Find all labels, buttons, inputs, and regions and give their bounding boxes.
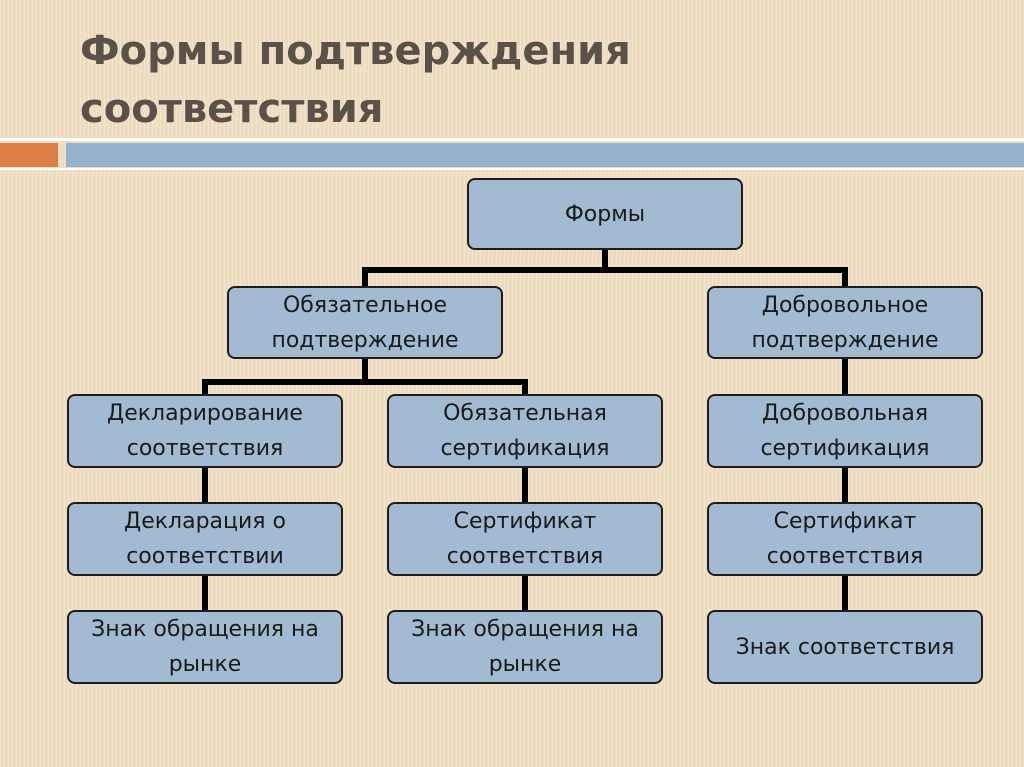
header-rule-top xyxy=(0,138,1024,141)
node-mandatory-certification: Обязательная сертификация xyxy=(387,394,663,468)
node-declaring-conformity: Декларирование соответствия xyxy=(67,394,343,468)
slide-title: Формы подтверждения соответствия xyxy=(80,22,940,138)
node-voluntary-certification-label: Добровольная сертификация xyxy=(760,401,930,461)
node-voluntary-certification: Добровольная сертификация xyxy=(707,394,983,468)
node-declaration-of-conformity: Декларация о соответствии xyxy=(67,502,343,576)
node-root-label: Формы xyxy=(564,201,646,227)
node-conformity-certificate-2: Сертификат соответствия xyxy=(707,502,983,576)
accent-bar-orange xyxy=(0,143,58,167)
node-conformity-certificate-1-label: Сертификат соответствия xyxy=(446,509,604,569)
node-declaring-conformity-label: Декларирование соответствия xyxy=(107,401,303,461)
node-voluntary-confirmation-label: Добровольное подтверждение xyxy=(751,292,939,353)
node-market-circulation-mark-2: Знак обращения на рынке xyxy=(387,610,663,684)
node-conformity-mark: Знак соответствия xyxy=(707,610,983,684)
node-conformity-certificate-1: Сертификат соответствия xyxy=(387,502,663,576)
node-conformity-mark-label: Знак соответствия xyxy=(735,634,955,660)
node-declaration-of-conformity-label: Декларация о соответствии xyxy=(124,509,286,569)
node-voluntary-confirmation: Добровольное подтверждение xyxy=(707,286,983,359)
slide-title-line-1: Формы подтверждения xyxy=(80,28,631,74)
slide-title-line-2: соответствия xyxy=(80,86,384,132)
node-market-circulation-mark-1-label: Знак обращения на рынке xyxy=(91,617,319,677)
node-market-circulation-mark-1: Знак обращения на рынке xyxy=(67,610,343,684)
accent-bar-blue xyxy=(66,143,1024,167)
node-market-circulation-mark-2-label: Знак обращения на рынке xyxy=(411,617,639,677)
node-mandatory-certification-label: Обязательная сертификация xyxy=(440,401,610,461)
header-rule-bottom xyxy=(0,168,1024,170)
node-mandatory-confirmation: Обязательное подтверждение xyxy=(227,286,503,359)
node-mandatory-confirmation-label: Обязательное подтверждение xyxy=(271,292,459,353)
node-root: Формы xyxy=(467,178,743,250)
node-conformity-certificate-2-label: Сертификат соответствия xyxy=(766,509,924,569)
